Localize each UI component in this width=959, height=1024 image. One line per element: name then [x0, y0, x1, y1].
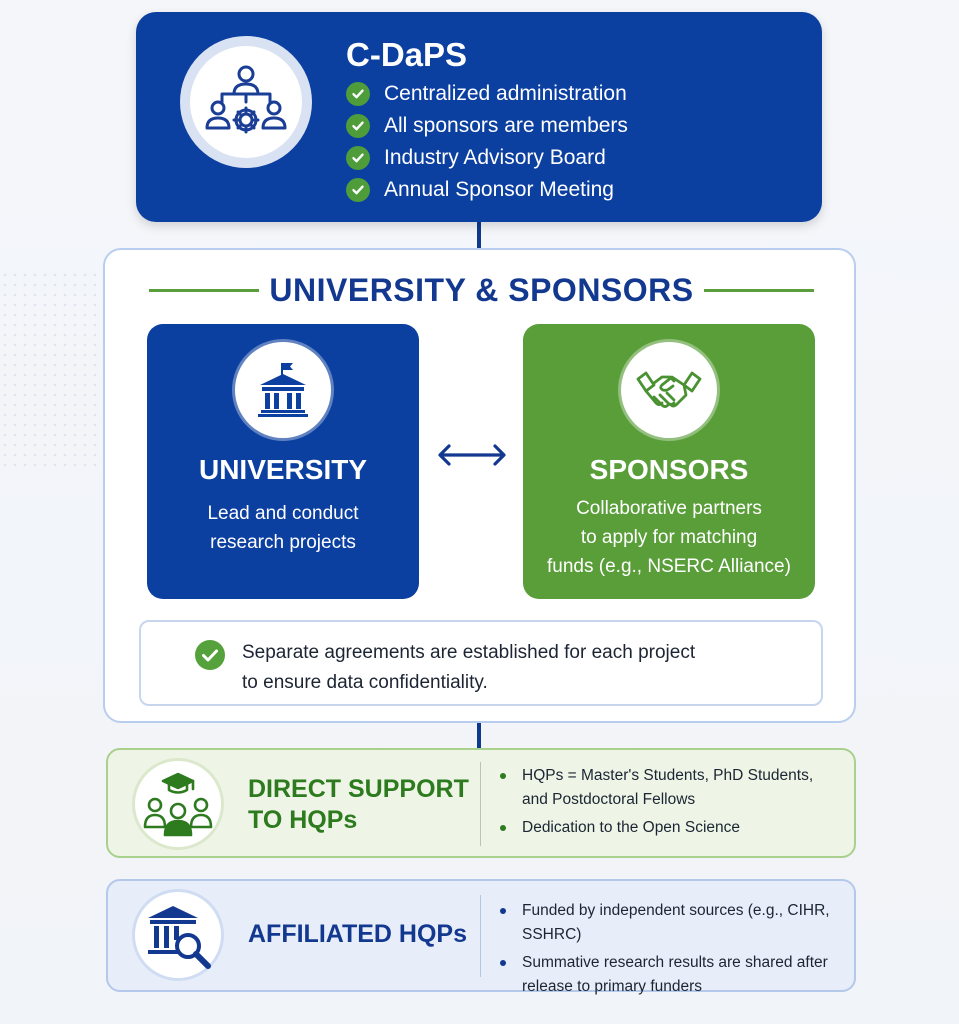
- university-building-icon: [258, 363, 308, 417]
- institution-search-icon: [148, 906, 211, 969]
- affiliated-icon-circle: [132, 889, 224, 981]
- feature-item: Industry Advisory Board: [346, 142, 628, 174]
- hqp-icon-circle: [132, 758, 224, 850]
- section-heading: UNIVERSITY & SPONSORS: [269, 271, 694, 308]
- check-icon: [346, 146, 370, 170]
- background-dot-pattern: [0, 270, 120, 470]
- affiliated-hqps-card: AFFILIATED HQPs Funded by independent so…: [106, 879, 856, 995]
- feature-label: Annual Sponsor Meeting: [384, 178, 614, 201]
- direct-support-title-line: TO HQPs: [248, 806, 358, 834]
- graduates-group-icon: [143, 772, 213, 837]
- card-divider: [480, 762, 481, 846]
- cdaps-card: C-DaPS Centralized administration All sp…: [136, 12, 822, 222]
- check-icon: [346, 178, 370, 202]
- sponsors-desc-line: funds (e.g., NSERC Alliance): [547, 556, 791, 577]
- feature-label: Centralized administration: [384, 82, 627, 105]
- sponsors-title: SPONSORS: [589, 454, 749, 485]
- affiliated-bullets: Funded by independent sources (e.g., CIH…: [500, 899, 854, 999]
- bullet-item: HQPs = Master's Students, PhD Students, …: [500, 764, 813, 812]
- heading-rule-right: [704, 288, 814, 292]
- cdaps-feature-list: Centralized administration All sponsors …: [346, 78, 628, 206]
- university-sponsors-panel: UNIVERSITY & SPONSORS UNIVERSITY Lead an…: [103, 248, 856, 723]
- team-gear-icon: [205, 65, 287, 134]
- cdaps-icon-circle: [180, 36, 312, 168]
- bullet-line: Summative research results are shared af…: [522, 954, 828, 971]
- double-arrow-icon: [438, 444, 506, 466]
- sponsors-desc-line: to apply for matching: [580, 527, 758, 548]
- handshake-icon: [636, 371, 702, 408]
- bullet-item: Funded by independent sources (e.g., CIH…: [500, 899, 854, 947]
- feature-item: Annual Sponsor Meeting: [346, 174, 628, 206]
- feature-item: Centralized administration: [346, 78, 628, 110]
- connector-line-bottom: [477, 723, 481, 748]
- university-box: UNIVERSITY Lead and conduct research pro…: [147, 324, 419, 599]
- bullet-line: and Postdoctoral Fellows: [522, 791, 696, 808]
- university-icon-circle: [235, 342, 331, 438]
- confidentiality-note: Separate agreements are established for …: [139, 620, 823, 706]
- sponsors-desc-line: Collaborative partners: [576, 498, 762, 519]
- affiliated-title: AFFILIATED HQPs: [248, 920, 467, 948]
- sponsors-description: Collaborative partners to apply for matc…: [539, 494, 799, 581]
- note-text: Separate agreements are established for …: [242, 638, 695, 698]
- bullet-line: Funded by independent sources (e.g., CIH…: [522, 902, 830, 943]
- check-circle-icon: [195, 640, 225, 670]
- direct-support-card: DIRECT SUPPORT TO HQPs HQPs = Master's S…: [106, 748, 856, 858]
- note-line: Separate agreements are established for …: [242, 642, 696, 663]
- note-line: to ensure data confidentiality.: [242, 672, 488, 693]
- feature-label: Industry Advisory Board: [384, 146, 606, 169]
- feature-label: All sponsors are members: [384, 114, 628, 137]
- bullet-line: HQPs = Master's Students, PhD Students,: [522, 767, 814, 784]
- section-heading-row: UNIVERSITY & SPONSORS: [149, 270, 814, 310]
- university-desc-line: research projects: [210, 532, 356, 553]
- feature-item: All sponsors are members: [346, 110, 628, 142]
- university-title: UNIVERSITY: [198, 454, 368, 485]
- direct-support-title: DIRECT SUPPORT TO HQPs: [248, 774, 469, 836]
- bullet-item: Dedication to the Open Science: [500, 816, 813, 840]
- connector-line-top: [477, 222, 481, 248]
- university-description: Lead and conduct research projects: [163, 499, 403, 557]
- bullet-line: Dedication to the Open Science: [522, 819, 740, 836]
- check-icon: [346, 82, 370, 106]
- bullet-line: release to primary funders: [522, 978, 703, 995]
- bullet-item: Summative research results are shared af…: [500, 951, 854, 999]
- heading-rule-left: [149, 288, 259, 292]
- university-desc-line: Lead and conduct: [207, 503, 359, 524]
- direct-support-bullets: HQPs = Master's Students, PhD Students, …: [500, 764, 813, 840]
- direct-support-title-line: DIRECT SUPPORT: [248, 775, 469, 803]
- card-divider: [480, 895, 481, 977]
- sponsors-icon-circle: [621, 342, 717, 438]
- cdaps-title: C-DaPS: [346, 36, 468, 73]
- sponsors-box: SPONSORS Collaborative partners to apply…: [523, 324, 815, 599]
- check-icon: [346, 114, 370, 138]
